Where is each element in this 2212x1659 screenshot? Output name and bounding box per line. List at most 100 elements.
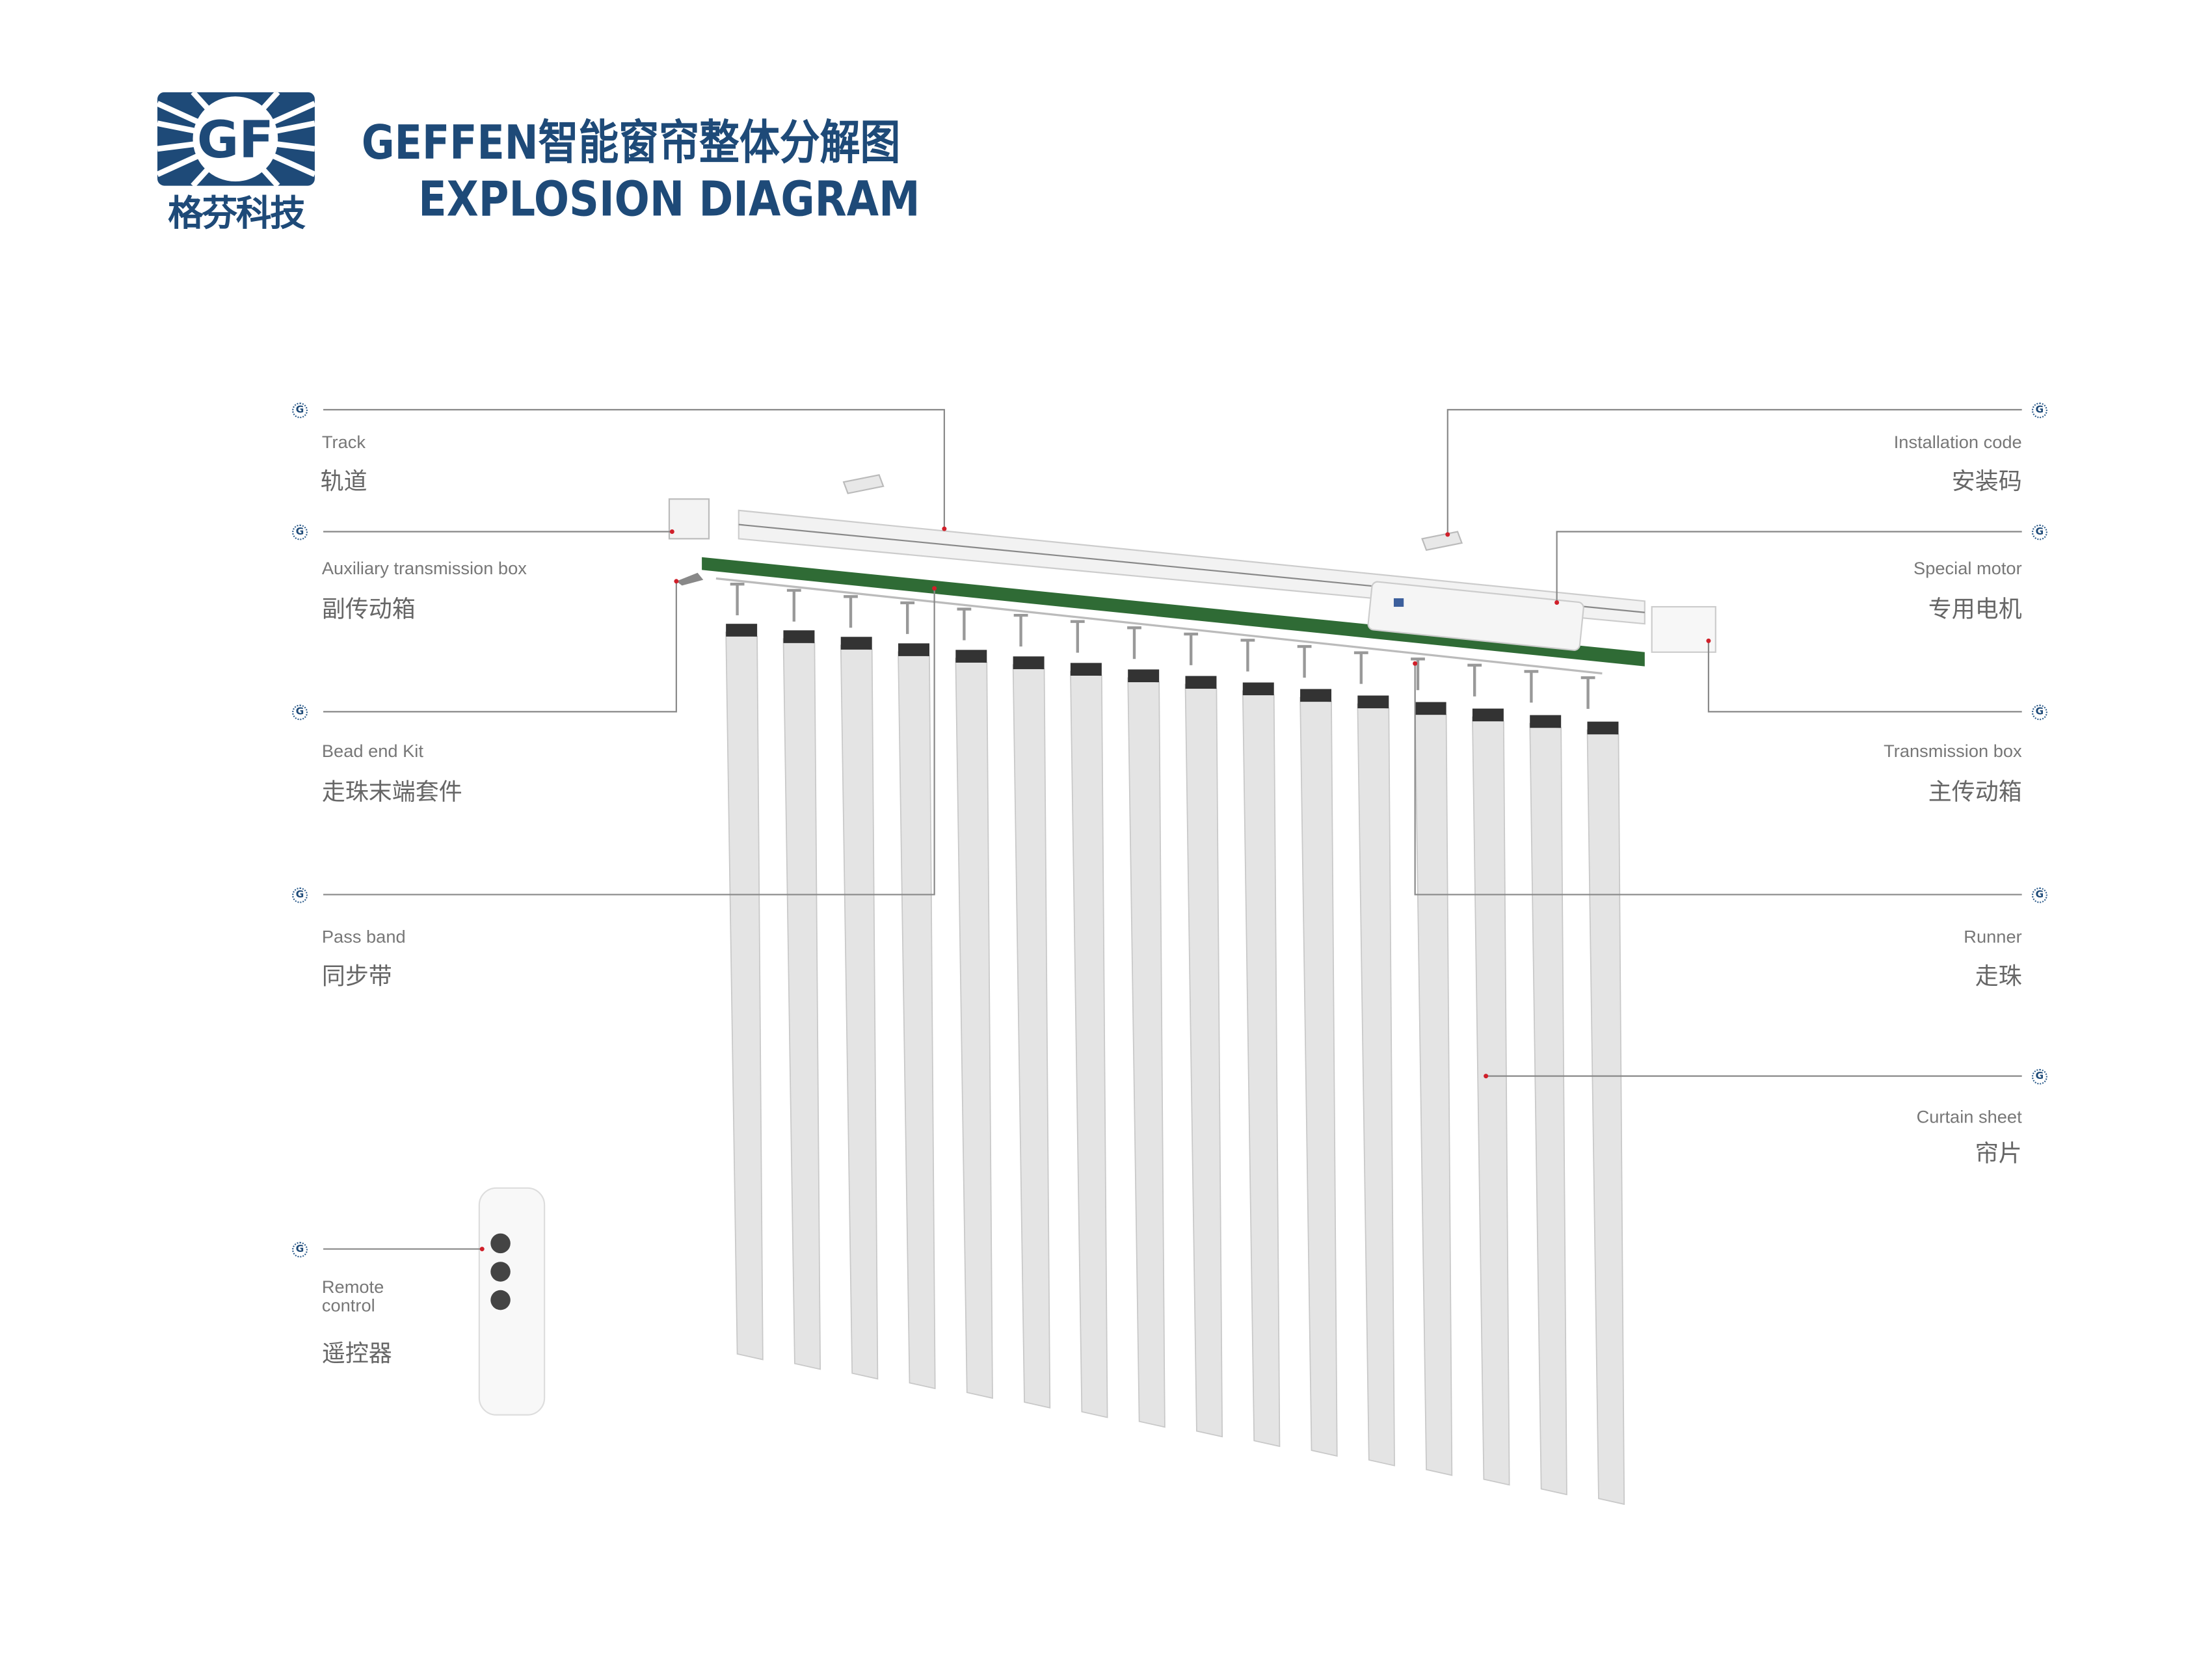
label-install-code-en: Installation code <box>1893 432 2022 453</box>
slat-clip <box>783 630 815 643</box>
runner <box>957 607 972 641</box>
curtain-sheet <box>955 657 993 1400</box>
slat-clip <box>1185 676 1217 689</box>
svg-text:GF: GF <box>197 110 274 170</box>
marker-icon: G <box>2031 403 2047 419</box>
special-motor <box>1367 581 1584 651</box>
slat-clip <box>1472 708 1504 722</box>
runner <box>1411 657 1425 691</box>
slat-clip <box>898 643 929 656</box>
remote-button-down <box>490 1290 511 1310</box>
label-track-zh: 轨道 <box>320 468 367 495</box>
slat-clip <box>1128 669 1160 683</box>
marker-icon: G <box>2031 887 2047 903</box>
pointer-dot <box>479 1247 485 1252</box>
remote-button-up <box>490 1233 511 1254</box>
runner <box>1013 613 1028 647</box>
curtain-sheet <box>782 638 821 1370</box>
leader-motor <box>1556 531 2022 603</box>
slat-clip <box>726 624 758 637</box>
pointer-dot <box>1706 638 1711 643</box>
page-subtitle: EXPLOSION DIAGRAM <box>418 171 920 228</box>
curtain-sheet <box>840 644 879 1380</box>
remote-button-stop <box>490 1262 511 1282</box>
label-aux-box-zh: 副传动箱 <box>321 595 416 623</box>
slat-clip <box>1530 715 1562 728</box>
pointer-dot <box>942 526 947 531</box>
runners <box>730 582 1595 710</box>
label-remote-en: Remote control <box>321 1277 384 1316</box>
leader-pass-band <box>323 588 935 896</box>
label-aux-box-en: Auxiliary transmission box <box>321 558 527 579</box>
curtain-sheet <box>898 651 936 1390</box>
runner <box>1467 663 1482 697</box>
label-curtain-sheet-zh: 帘片 <box>1975 1139 2022 1167</box>
curtain-sheets <box>725 624 1625 1506</box>
curtain-sheet <box>1012 664 1051 1409</box>
curtain-sheet <box>1184 684 1223 1438</box>
label-pass-band-zh: 同步带 <box>321 962 392 990</box>
slat-clip <box>1415 702 1446 715</box>
slat-clip <box>1300 689 1332 702</box>
runner <box>844 595 858 628</box>
label-transmission-box-en: Transmission box <box>1884 741 2022 762</box>
label-motor-en: Special motor <box>1913 558 2022 579</box>
marker-icon: G <box>2031 704 2047 721</box>
remote-control <box>478 1187 546 1416</box>
label-transmission-box-zh: 主传动箱 <box>1928 778 2022 806</box>
label-curtain-sheet-en: Curtain sheet <box>1916 1107 2022 1128</box>
geffen-logo: GF <box>157 92 315 188</box>
slat-clip <box>1587 721 1619 735</box>
logo-text: 格芬科技 <box>168 192 305 234</box>
installation-code-right <box>1421 531 1463 551</box>
leader-install-code <box>1446 408 2022 535</box>
marker-icon: G <box>2031 1068 2047 1085</box>
runner <box>900 601 915 634</box>
leader-runner <box>1414 663 2022 896</box>
slat-clip <box>955 650 987 663</box>
runner <box>786 589 801 622</box>
pointer-dot <box>1554 600 1560 605</box>
curtain-sheet <box>1586 729 1625 1506</box>
pointer-dot <box>932 586 937 591</box>
pointer-dot <box>669 529 674 534</box>
runner <box>1353 651 1368 684</box>
curtain-sheet <box>1357 703 1395 1467</box>
runner <box>730 582 745 616</box>
label-install-code-zh: 安装码 <box>1951 468 2022 495</box>
curtain-sheet <box>1070 670 1108 1418</box>
slat-clip <box>1357 695 1389 709</box>
pointer-dot <box>674 579 679 584</box>
slat-clip <box>1242 682 1274 696</box>
curtain-sheet <box>725 631 764 1360</box>
marker-icon: G <box>292 403 308 419</box>
curtain-sheet <box>1299 697 1338 1457</box>
label-bead-end-en: Bead end Kit <box>321 741 423 762</box>
transmission-box <box>1651 605 1716 653</box>
runner <box>1127 626 1141 659</box>
leader-bead-end <box>323 581 677 713</box>
pointer-dot <box>1484 1074 1489 1079</box>
label-motor-zh: 专用电机 <box>1928 595 2022 623</box>
marker-icon: G <box>292 1241 308 1258</box>
label-bead-end-zh: 走珠末端套件 <box>321 778 462 806</box>
label-remote-zh: 遥控器 <box>321 1340 392 1367</box>
bead-end-kit <box>676 572 704 586</box>
curtain-sheet <box>1529 723 1567 1496</box>
marker-icon: G <box>2031 524 2047 540</box>
leader-transmission-box <box>1707 641 2022 713</box>
leader-track <box>323 408 945 529</box>
curtain-sheet <box>1242 690 1281 1448</box>
marker-icon: G <box>292 887 308 903</box>
runner <box>1524 670 1539 703</box>
motor-badge-icon <box>1393 598 1404 607</box>
installation-code-left <box>842 474 885 494</box>
label-runner-en: Runner <box>1964 927 2022 948</box>
page-title: GEFFEN智能窗帘整体分解图 <box>361 114 901 170</box>
runner <box>1184 632 1199 665</box>
label-runner-zh: 走珠 <box>1975 962 2022 990</box>
marker-icon: G <box>292 524 308 540</box>
runner-rail <box>715 577 1603 675</box>
